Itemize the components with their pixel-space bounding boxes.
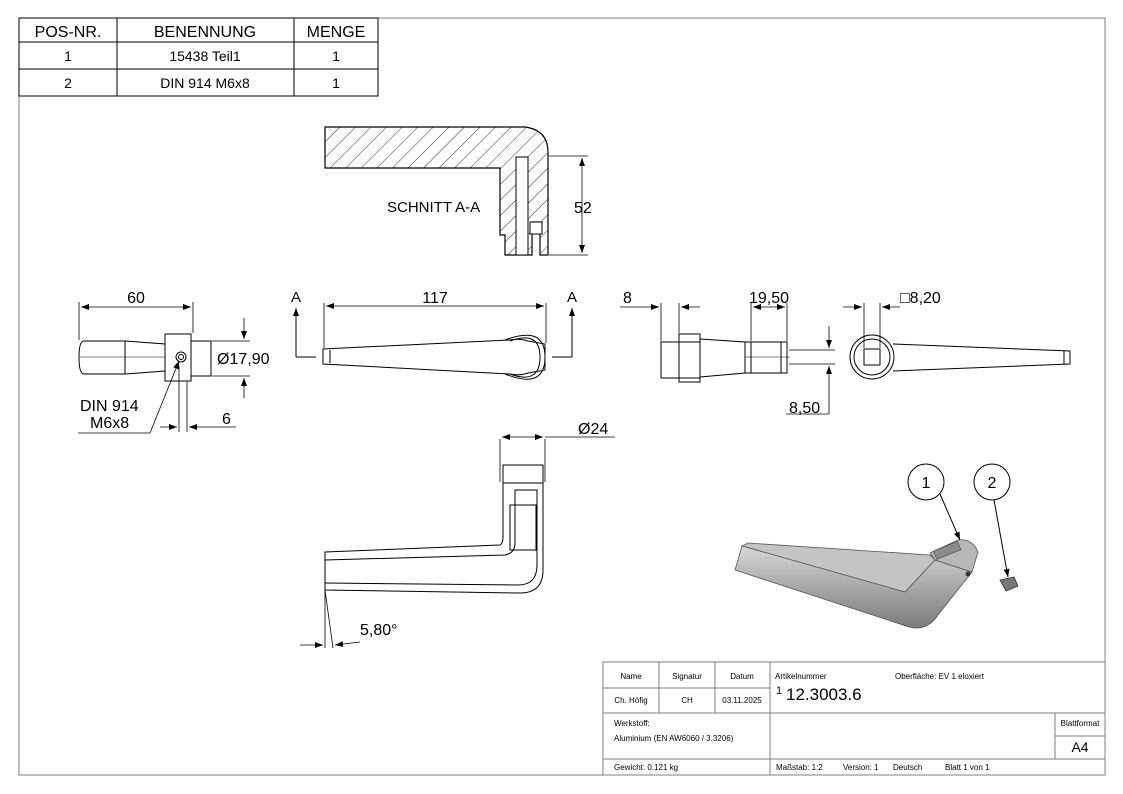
bom-header-name: BENENNUNG — [154, 24, 256, 41]
tb-col-name: Name — [620, 672, 642, 681]
tb-signatur: CH — [681, 696, 693, 705]
bom-header-pos: POS-NR. — [35, 24, 102, 41]
bom-row-2-name: DIN 914 M6x8 — [160, 75, 250, 91]
title-block — [602, 661, 1106, 776]
side-dim-8: 8 — [623, 290, 632, 307]
bom-table — [18, 17, 379, 97]
top-length-dim: 117 — [422, 290, 448, 307]
bom-header-qty: MENGE — [307, 24, 366, 41]
tb-artikel-label: Artikelnummer — [775, 672, 827, 681]
tb-massstab: Maßstab: 1:2 — [776, 763, 823, 772]
balloons — [907, 463, 1011, 578]
section-view — [324, 126, 588, 256]
tb-artikel-number: 12.3003.6 — [786, 685, 862, 704]
bom-row-1-name: 15438 Teil1 — [169, 48, 241, 64]
tb-datum: 03.11.2025 — [722, 696, 762, 705]
iso-part-view — [734, 539, 1019, 629]
bom-row-1-qty: 1 — [332, 48, 340, 64]
tb-col-signatur: Signatur — [672, 672, 702, 681]
drawing-frame — [18, 17, 1106, 776]
balloon-1: 1 — [922, 475, 931, 492]
tb-gewicht: Gewicht: 0.121 kg — [614, 763, 678, 772]
bom-row-2-pos: 2 — [64, 75, 72, 91]
bottom-diameter-value: 24 — [590, 421, 608, 438]
front-offset-dim: 6 — [222, 411, 231, 428]
callout-m6x8: M6x8 — [90, 415, 129, 432]
front-view — [78, 302, 250, 434]
balloon-2: 2 — [988, 475, 997, 492]
side-dim-19-50: 19,50 — [749, 290, 789, 307]
tb-blatt: Blatt 1 von 1 — [945, 763, 990, 772]
side-dim-8-50: 8,50 — [789, 400, 820, 417]
section-label: SCHNITT A-A — [387, 199, 480, 216]
top-view — [293, 303, 575, 380]
tb-version: Version: 1 — [843, 763, 879, 772]
tb-oberflaeche: Oberfläche: EV 1 eloxiert — [895, 672, 985, 681]
tb-werkstoff: Aluminium (EN AW6060 / 3.3206) — [614, 734, 734, 743]
end-view — [843, 303, 1071, 380]
tb-blattformat-label: Blattformat — [1061, 719, 1100, 728]
side-view — [620, 303, 835, 415]
tb-sprache: Deutsch — [893, 763, 922, 772]
tb-name: Ch. Höfig — [614, 696, 647, 705]
tb-col-datum: Datum — [730, 672, 754, 681]
front-diameter-value: 17,90 — [229, 351, 269, 368]
bom-row-2-qty: 1 — [332, 75, 340, 91]
tb-blattformat: A4 — [1071, 739, 1088, 755]
tb-artikel-prefix: 1 — [776, 685, 782, 697]
bom-row-1-pos: 1 — [64, 48, 72, 64]
section-height-dim: 52 — [574, 200, 592, 217]
bottom-diameter-dim: Ø24 — [578, 421, 608, 438]
end-square-dim: □8,20 — [900, 290, 941, 307]
end-square-value: 8,20 — [910, 290, 941, 307]
callout-din-914: DIN 914 — [80, 398, 139, 415]
section-mark-left: A — [291, 289, 301, 306]
bottom-angle-dim: 5,80° — [360, 622, 398, 639]
section-mark-right: A — [567, 289, 577, 306]
tb-werkstoff-label: Werkstoff: — [614, 719, 650, 728]
front-diameter-dim: Ø17,90 — [217, 351, 270, 368]
bottom-view — [300, 434, 615, 649]
front-length-dim: 60 — [127, 290, 145, 307]
